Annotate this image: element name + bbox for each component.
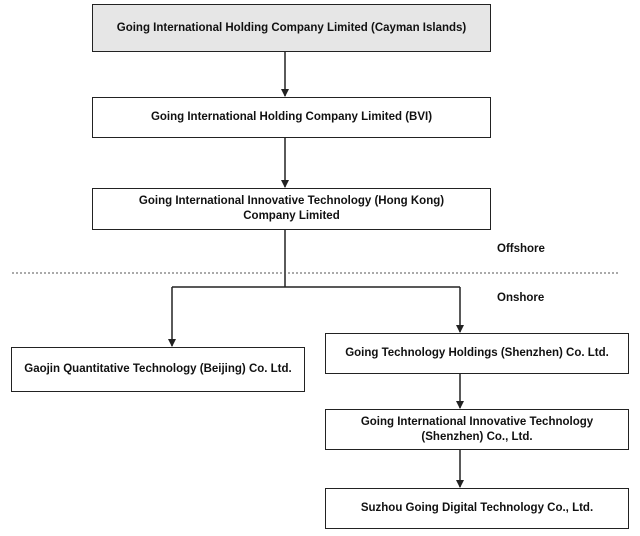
node-suzhou-label: Suzhou Going Digital Technology Co., Ltd… [360,502,594,514]
node-bvi-label: Going International Holding Company Limi… [150,111,433,123]
node-cayman: Going International Holding Company Limi… [92,4,491,52]
node-hong-kong-label: Going International Innovative Technolog… [138,195,445,222]
node-shenzhen-holdings-label: Going Technology Holdings (Shenzhen) Co.… [345,347,609,359]
node-suzhou: Suzhou Going Digital Technology Co., Ltd… [325,488,629,529]
node-bvi: Going International Holding Company Limi… [92,97,491,138]
node-hong-kong: Going International Innovative Technolog… [92,188,491,230]
node-beijing-label: Gaojin Quantitative Technology (Beijing)… [24,363,292,375]
node-beijing: Gaojin Quantitative Technology (Beijing)… [11,347,305,392]
onshore-label: Onshore [497,292,545,304]
node-cayman-label: Going International Holding Company Limi… [116,21,467,34]
node-shenzhen-holdings: Going Technology Holdings (Shenzhen) Co.… [325,333,629,374]
node-shenzhen-innovative-label: Going International Innovative Technolog… [360,415,594,443]
node-shenzhen-innovative: Going International Innovative Technolog… [325,409,629,450]
offshore-label: Offshore [497,243,545,255]
